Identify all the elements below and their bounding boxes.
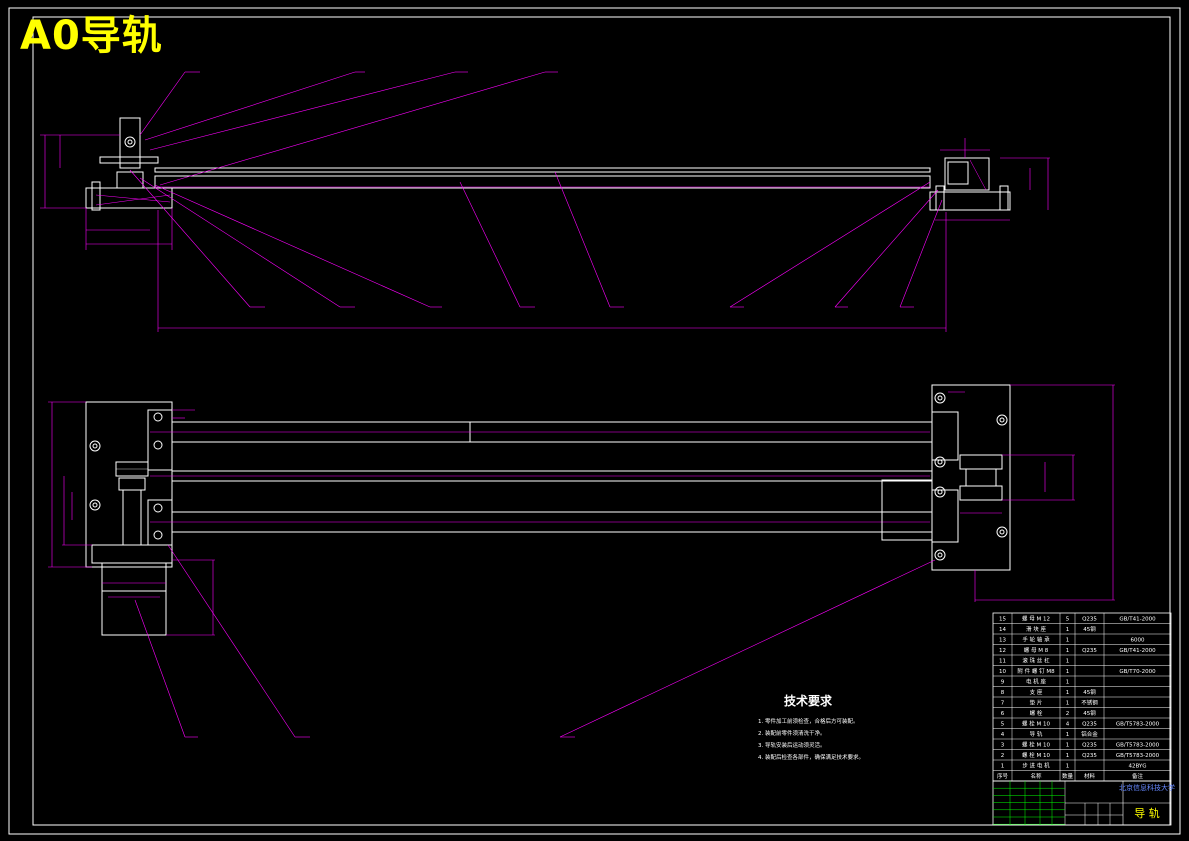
bom-cell: 螺 栓 M 10	[1022, 741, 1050, 749]
bom-cell: 4	[1001, 732, 1005, 738]
bom-cell: 1	[1066, 669, 1070, 675]
bom-cell: 45钢	[1083, 688, 1096, 696]
bom-cell: 1	[1066, 680, 1070, 686]
drawing-name: 导 轨	[1134, 806, 1160, 820]
tech-note: 3. 导轨安装后运动须灵活。	[758, 743, 826, 749]
school-name: 北京信息科技大学	[1119, 783, 1175, 792]
bom-cell: 螺 母 M 12	[1022, 615, 1050, 623]
bom-cell: 螺 栓 M 10	[1022, 751, 1050, 759]
sheet-badge: A0导轨	[20, 13, 163, 59]
bom-cell: 3	[1001, 743, 1005, 749]
bom-header-cell: 备注	[1132, 772, 1144, 780]
bom-cell: 8	[1001, 690, 1005, 696]
bom-cell: 6000	[1131, 638, 1145, 644]
bom-cell: 滚 珠 丝 杠	[1022, 657, 1050, 665]
tech-note: 2. 装配前零件须清洗干净。	[758, 731, 826, 737]
bom-cell: 电 机 座	[1026, 678, 1046, 686]
bom-cell: 1	[1066, 764, 1070, 770]
tech-note: 4. 装配后检查各部件，确保满足技术要求。	[758, 755, 864, 761]
bom-cell: 1	[1066, 627, 1070, 633]
bom-cell: 2	[1066, 711, 1070, 717]
bom-cell: 45钢	[1083, 709, 1096, 717]
bom-cell: Q235	[1082, 743, 1097, 749]
bom-cell: 1	[1066, 638, 1070, 644]
bom-cell: 13	[999, 638, 1006, 644]
bom-cell: 螺 母 M 8	[1024, 646, 1049, 654]
bom-cell: 螺 栓	[1030, 709, 1043, 717]
bom-cell: 支 座	[1030, 688, 1043, 696]
tech-requirements-list: 1. 零件加工前须检查，合格后方可装配。 2. 装配前零件须清洗干净。 3. 导…	[758, 716, 864, 764]
bom-cell: 1	[1066, 701, 1070, 707]
top-view	[48, 384, 1115, 738]
bom-cell: 15	[999, 617, 1006, 623]
bom-cell: 1	[1066, 732, 1070, 738]
bom-cell: GB/T5783-2000	[1116, 722, 1160, 728]
bom-cell: Q235	[1082, 617, 1097, 623]
bom-cell: Q235	[1082, 722, 1097, 728]
bom-header-cell: 名称	[1030, 772, 1042, 780]
bom-header-cell: 数量	[1062, 772, 1074, 780]
bom-cell: 1	[1066, 690, 1070, 696]
tech-note: 1. 零件加工前须检查，合格后方可装配。	[758, 719, 859, 725]
bom-cell: 1	[1066, 648, 1070, 654]
inner-frame	[32, 16, 1171, 826]
bom-cell: 附 件 螺 钉 M8	[1017, 667, 1055, 675]
bom-cell: 滑 块 座	[1026, 625, 1046, 633]
bom-cell: 铝合金	[1081, 730, 1098, 738]
bom-cell: 5	[1001, 722, 1005, 728]
bom-cell: 6	[1001, 711, 1005, 717]
bom-cell: 步 进 电 机	[1022, 762, 1050, 770]
bom-cell: 7	[1001, 701, 1005, 707]
bom-cell: 垫 片	[1030, 699, 1043, 707]
front-view	[40, 71, 1050, 332]
bom-cell: 导 轨	[1030, 730, 1043, 738]
bom-cell: 14	[999, 627, 1006, 633]
tech-requirements-title: 技术要求	[784, 694, 833, 708]
bom-cell: GB/T41-2000	[1119, 617, 1156, 623]
bom-header-cell: 序号	[997, 772, 1009, 780]
bom-cell: 12	[999, 648, 1006, 654]
bom-cell: 11	[999, 659, 1006, 665]
bom-header-cell: 材料	[1084, 772, 1096, 780]
bom-cell: 45钢	[1083, 625, 1096, 633]
bom-cell: 1	[1066, 753, 1070, 759]
bom-cell: 1	[1001, 764, 1005, 770]
bom-cell: 螺 栓 M 10	[1022, 720, 1050, 728]
bom-cell: GB/T5783-2000	[1116, 753, 1160, 759]
bom-cell: 手 轮 轴 承	[1022, 636, 1050, 644]
bom-cell: GB/T70-2000	[1119, 669, 1156, 675]
bom-cell: 1	[1066, 743, 1070, 749]
bom-cell: 4	[1066, 722, 1070, 728]
bom-cell: 2	[1001, 753, 1005, 759]
bom-cell: Q235	[1082, 648, 1097, 654]
bom-cell: 42BYG	[1128, 764, 1146, 770]
bom-cell: GB/T41-2000	[1119, 648, 1156, 654]
bom-cell: Q235	[1082, 753, 1097, 759]
bom-cell: GB/T5783-2000	[1116, 743, 1160, 749]
bom-cell: 不锈钢	[1081, 699, 1098, 707]
bom-cell: 10	[999, 669, 1006, 675]
outer-frame	[8, 7, 1181, 835]
bom-cell: 9	[1001, 680, 1005, 686]
bom-cell: 5	[1066, 617, 1070, 623]
bom-cell: 1	[1066, 659, 1070, 665]
